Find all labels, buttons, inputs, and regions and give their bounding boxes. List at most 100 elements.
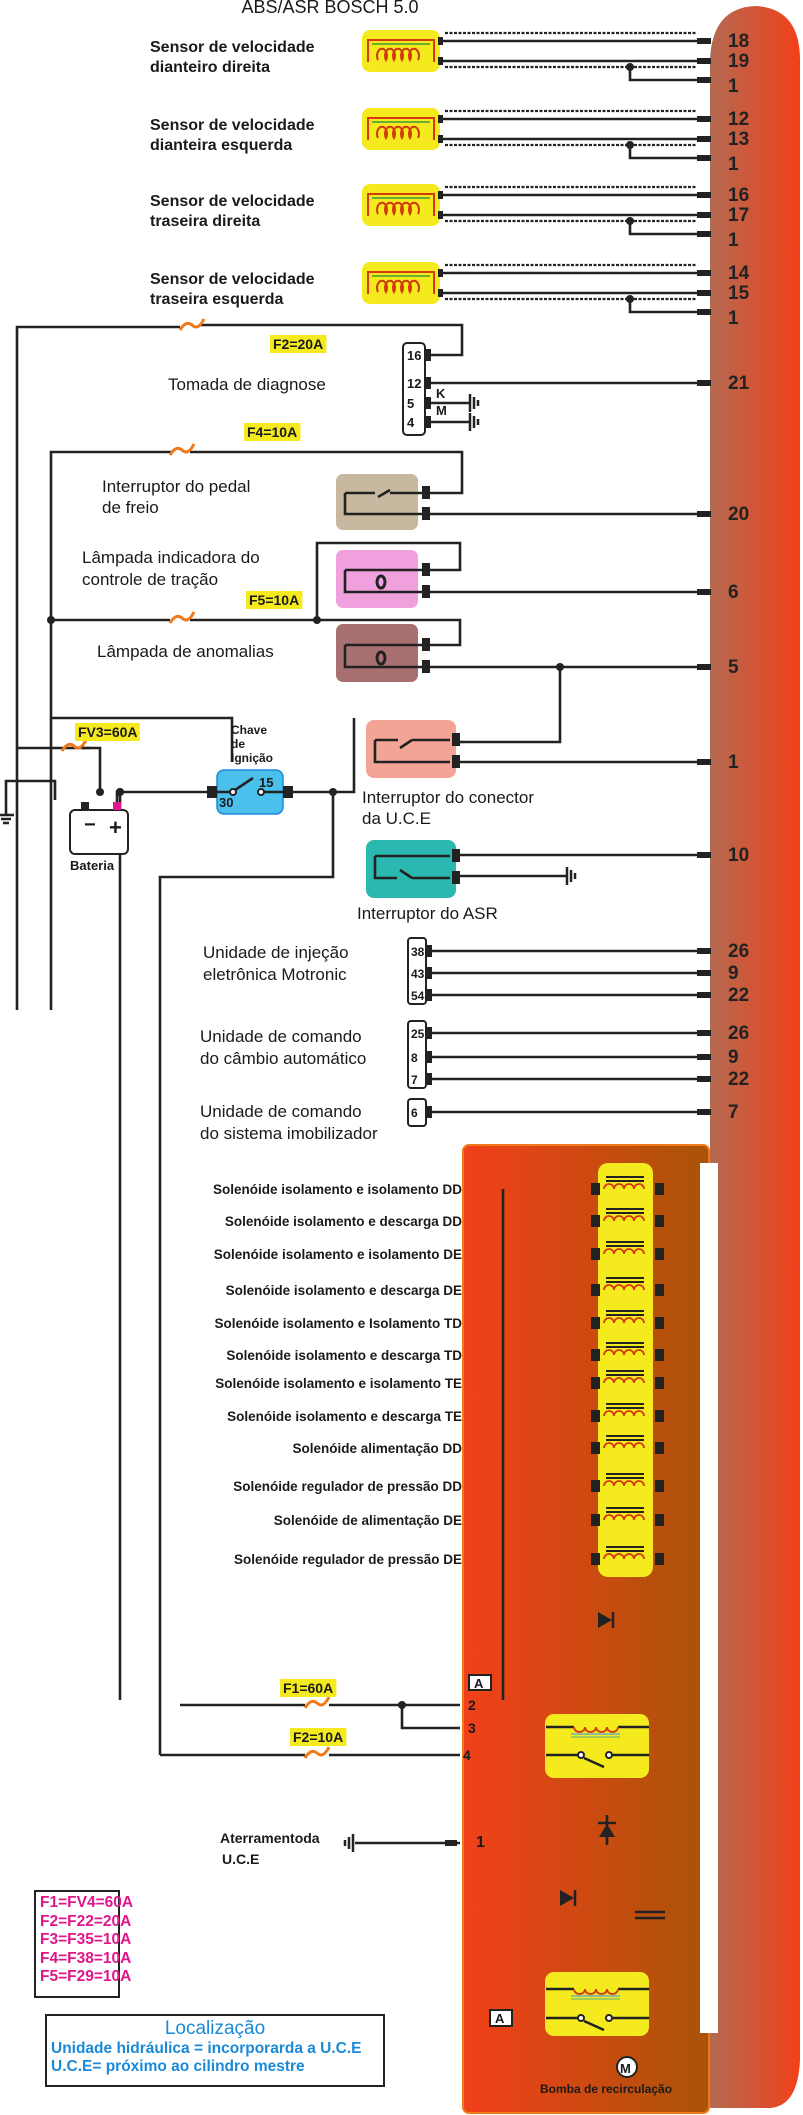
battery-terminal-negative: [81, 802, 89, 810]
diagram-title: ABS/ASR BOSCH 5.0: [241, 0, 418, 17]
ground-label: Aterramentoda: [220, 1830, 320, 1846]
solenoid-terminal: [655, 1215, 664, 1227]
traction-lamp-label: Lâmpada indicadora do: [82, 548, 260, 567]
asr-switch-body: [366, 840, 456, 898]
solenoid-label: Solenóide regulador de pressão DE: [234, 1552, 462, 1567]
coil-icon: [603, 1514, 645, 1521]
speed-sensor: [362, 184, 443, 226]
hydraulic-pin-3: 3: [468, 1720, 476, 1736]
ecu-pin-number: 22: [728, 985, 749, 1006]
fuse-label: F4=10A: [247, 424, 297, 440]
wire: [4, 779, 57, 815]
fuse-label-bg: [270, 335, 327, 353]
gearbox-pin-number: 7: [411, 1073, 418, 1087]
connector-terminal: [283, 786, 293, 798]
wire: [400, 1705, 460, 1730]
connector-terminal: [422, 660, 430, 673]
connector-terminal: [422, 507, 430, 520]
fuse-legend-item: F2=F22=20A: [40, 1912, 132, 1930]
hydraulic-ecu-gap: [700, 1163, 718, 2033]
ecu-terminal: [697, 380, 711, 386]
immobilizer-label: do sistema imobilizador: [200, 1124, 378, 1143]
connector-terminal: [422, 585, 430, 598]
solenoid-terminal: [655, 1410, 664, 1422]
ecu-pin-number: 1: [728, 752, 739, 773]
ecu-pin-number: 26: [728, 1023, 749, 1044]
coil-icon: [376, 47, 420, 63]
sensor-terminal: [438, 57, 443, 65]
sensor-label: dianteira esquerda: [150, 137, 292, 154]
wire: [293, 718, 356, 794]
wire: [190, 450, 464, 495]
ecu-terminal: [697, 1076, 711, 1082]
wire: [82, 746, 102, 792]
fuse-icon: [168, 611, 196, 624]
coil-icon: [603, 1349, 645, 1356]
wire: [315, 541, 462, 620]
valve-relay-body: [545, 1714, 649, 1778]
gearbox-pin-number: 8: [411, 1051, 418, 1065]
ignition-switch-icon: [217, 776, 283, 794]
gearbox-pin-number: 25: [411, 1027, 425, 1041]
sensor-label: Sensor de velocidade: [150, 117, 315, 134]
location-line: Unidade hidráulica = incorporarda a U.C.…: [51, 2040, 362, 2057]
motronic-label: eletrônica Motronic: [203, 965, 347, 984]
ignition-pin-15: 15: [259, 775, 273, 790]
fuse-legend-item: F3=F35=10A: [40, 1931, 132, 1948]
connector-terminal: [422, 486, 430, 499]
ground-icon: [468, 394, 480, 412]
solenoid-terminal: [591, 1514, 600, 1526]
ecu-pin-number: 7: [728, 1102, 739, 1123]
sensor-terminal: [438, 269, 443, 277]
motronic-label: Unidade de injeção: [203, 943, 349, 962]
gearbox-label: do câmbio automático: [200, 1049, 366, 1068]
ecu-terminal: [697, 38, 711, 44]
ecu-terminal: [697, 192, 711, 198]
ignition-label: de: [231, 737, 245, 751]
ecu-terminal: [697, 212, 711, 218]
coil-icon: [573, 1726, 619, 1733]
ecu-body: [710, 6, 800, 2108]
solenoid-label: Solenóide isolamento e isolamento TE: [215, 1376, 462, 1391]
ecu-terminal: [697, 511, 711, 517]
connector-switch-body: [366, 720, 456, 778]
connector-terminal: [452, 849, 460, 862]
brake-switch-label: Interruptor do pedal: [102, 477, 250, 496]
switch-contact: [605, 2014, 613, 2022]
solenoid-terminal: [591, 1248, 600, 1260]
solenoid-terminal: [655, 1248, 664, 1260]
sensor-label: traseira direita: [150, 213, 260, 230]
connector-terminal: [426, 945, 432, 957]
location-box: Localização Unidade hidráulica = incorpo…: [45, 2014, 385, 2087]
solenoid-label: Solenóide alimentação DD: [292, 1441, 462, 1456]
ecu-pin-number: 21: [728, 373, 750, 394]
solenoid-terminal: [655, 1317, 664, 1329]
hydraulic-ground-pin: 1: [476, 1834, 485, 1851]
ground-label: U.C.E: [222, 1851, 259, 1867]
solenoid-terminal: [655, 1480, 664, 1492]
sensor-label: Sensor de velocidade: [150, 193, 315, 210]
diagnosis-pin-number: 16: [407, 348, 421, 363]
solenoid-terminal: [655, 1183, 664, 1195]
coil-icon: [376, 279, 420, 295]
fuse-label: F2=10A: [293, 1729, 343, 1745]
hydraulic-unit-body: [462, 1144, 710, 2114]
junction-dot: [47, 616, 55, 624]
ecu-terminal: [697, 116, 711, 122]
ecu-pin-number: 17: [728, 205, 749, 226]
solenoid-terminal: [591, 1317, 600, 1329]
switch-contact: [577, 2014, 585, 2022]
sensor-terminal: [438, 211, 443, 219]
solenoid-terminal: [655, 1553, 664, 1565]
switch-icon: [373, 854, 450, 880]
solenoid-label: Solenóide isolamento e descarga DD: [225, 1214, 462, 1229]
relay-switch-icon: [546, 1753, 649, 1769]
ecu-pin-number: 1: [728, 154, 739, 175]
ecu-pin-number: 19: [728, 51, 749, 72]
fuse-legend: F1=FV4=60A F2=F22=20A F3=F35=10A F4=F38=…: [34, 1890, 133, 1998]
battery-label: Bateria: [70, 858, 115, 873]
wire: [49, 450, 172, 1010]
sensor-frame: [367, 193, 435, 216]
ecu-pin-number: 26: [728, 941, 749, 962]
